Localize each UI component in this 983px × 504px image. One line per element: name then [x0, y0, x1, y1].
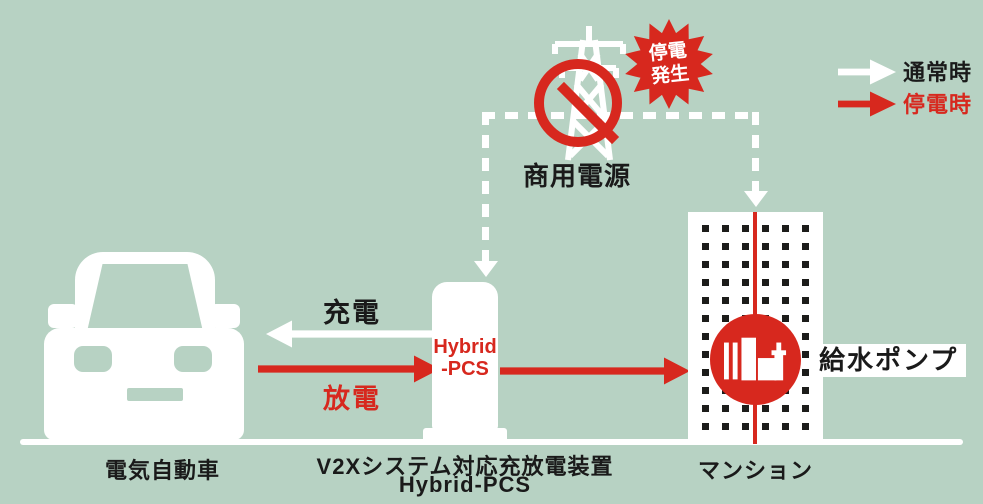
- car-mirror-left: [48, 304, 78, 328]
- ground-line: [20, 439, 963, 445]
- building-window: [762, 405, 769, 412]
- prohibition-icon: [534, 59, 622, 147]
- legend-normal-arrow-icon: [838, 59, 896, 85]
- building-window: [802, 279, 809, 286]
- dashed-line-to-pcs: [482, 112, 489, 262]
- building-window: [762, 225, 769, 232]
- building-window: [742, 261, 749, 268]
- pcs-unit-label-line2: -PCS: [441, 358, 489, 380]
- car-mirror-right: [210, 304, 240, 328]
- pcs-unit-label-line1: Hybrid: [433, 336, 497, 358]
- building-window: [782, 423, 789, 430]
- burst-line2: 発生: [650, 63, 691, 88]
- building-window: [722, 423, 729, 430]
- building-window: [782, 405, 789, 412]
- building-window: [742, 423, 749, 430]
- building-window: [702, 423, 709, 430]
- legend-outage-arrow-icon: [838, 91, 896, 117]
- building-label: マンション: [697, 458, 813, 483]
- car-headlight-left: [74, 346, 112, 372]
- building-window: [742, 225, 749, 232]
- building-window: [762, 423, 769, 430]
- building-window: [722, 315, 729, 322]
- pcs-base: [423, 428, 507, 442]
- building-window: [762, 243, 769, 250]
- building-window: [702, 369, 709, 376]
- building-window: [802, 423, 809, 430]
- building-window: [762, 297, 769, 304]
- building-window: [702, 243, 709, 250]
- pcs-caption-line1: V2Xシステム対応充放電装置: [316, 454, 614, 479]
- building-window: [722, 243, 729, 250]
- building-window: [762, 279, 769, 286]
- pump-icon: [723, 337, 786, 380]
- car-headlight-right: [174, 346, 212, 372]
- building-window: [702, 405, 709, 412]
- building-window: [722, 405, 729, 412]
- legend-normal-label: 通常時: [903, 60, 973, 85]
- building-window: [802, 243, 809, 250]
- dashed-line-horizontal: [482, 112, 759, 119]
- car-wheel-left: [50, 416, 90, 445]
- building-window: [702, 261, 709, 268]
- building-window: [782, 297, 789, 304]
- building-window: [802, 225, 809, 232]
- building-window: [782, 243, 789, 250]
- car-grille: [127, 388, 183, 401]
- building-window: [702, 315, 709, 322]
- building-window: [802, 333, 809, 340]
- dashed-line-to-building: [752, 112, 759, 192]
- outage-burst-icon: [625, 19, 713, 109]
- building-window: [782, 315, 789, 322]
- building-window: [702, 225, 709, 232]
- building-window: [802, 387, 809, 394]
- outage-burst-text: 停電 発生: [618, 13, 719, 114]
- pcs-caption-line2: Hybrid-PCS: [398, 472, 532, 497]
- car-wheel-right: [194, 416, 234, 445]
- pump-label: 給水ポンプ: [811, 344, 967, 377]
- building-window: [742, 243, 749, 250]
- grid-power-label: 商用電源: [523, 161, 632, 191]
- building-window: [802, 369, 809, 376]
- building-window: [802, 315, 809, 322]
- building-window: [802, 405, 809, 412]
- building-window: [722, 225, 729, 232]
- dashed-arrowhead-pcs-icon: [474, 261, 498, 277]
- building-window: [762, 261, 769, 268]
- pump-circle: [710, 314, 801, 405]
- discharge-label: 放電: [323, 384, 381, 414]
- building-window: [782, 225, 789, 232]
- building-window: [702, 279, 709, 286]
- building-window: [702, 297, 709, 304]
- pcs-unit-label: Hybrid -PCS: [432, 282, 498, 380]
- building-window: [742, 405, 749, 412]
- building-window: [742, 297, 749, 304]
- building-window: [702, 387, 709, 394]
- building-window: [802, 351, 809, 358]
- building-window: [722, 261, 729, 268]
- pcs-to-building-arrow-icon: [500, 357, 690, 385]
- building-window: [782, 261, 789, 268]
- building-window: [802, 297, 809, 304]
- dashed-arrowhead-building-icon: [744, 191, 768, 207]
- building-window: [722, 279, 729, 286]
- building-window: [702, 333, 709, 340]
- electric-car-icon: [28, 250, 260, 446]
- building-window: [742, 279, 749, 286]
- building-window: [782, 279, 789, 286]
- car-windshield: [86, 264, 204, 336]
- legend-outage-label: 停電時: [903, 92, 973, 117]
- building-window: [802, 261, 809, 268]
- building-window: [722, 297, 729, 304]
- building-window: [702, 351, 709, 358]
- charge-label: 充電: [323, 298, 381, 328]
- ev-label: 電気自動車: [104, 458, 220, 483]
- pcs-unit: Hybrid -PCS: [432, 282, 498, 430]
